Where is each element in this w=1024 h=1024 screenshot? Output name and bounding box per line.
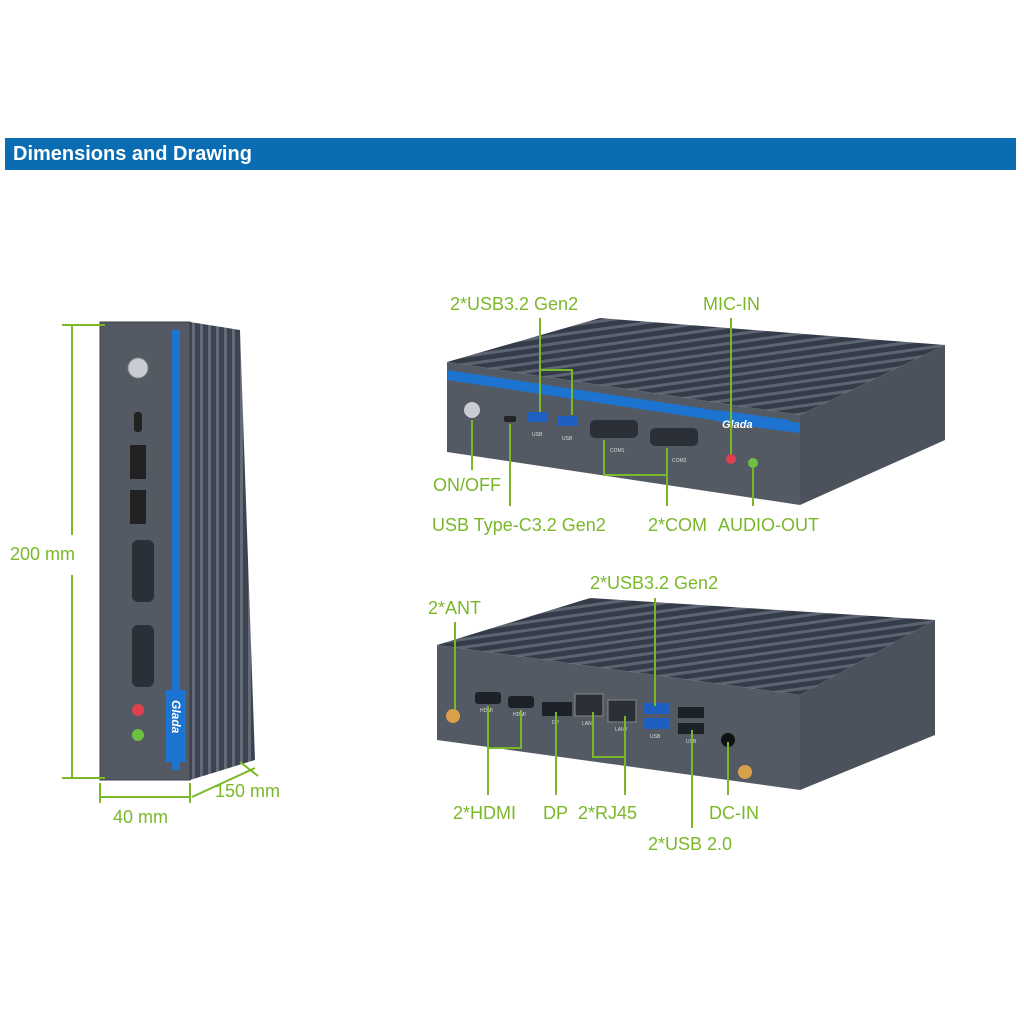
usb3-port-icon [643, 718, 669, 729]
section-title: Dimensions and Drawing [13, 143, 252, 165]
usb-port-icon [130, 445, 146, 479]
section-header: Dimensions and Drawing [5, 138, 1016, 170]
brand-logo: Glada [169, 700, 183, 734]
dp-port-icon [542, 702, 572, 716]
hdmi-port-icon [508, 696, 534, 708]
usb-c-port-icon [504, 416, 516, 422]
label-mic-in: MIC-IN [703, 294, 760, 314]
front-view-device: Glada USB USB COM1 COM2 [447, 318, 945, 505]
usb-port-icon [528, 412, 548, 422]
label-com: 2*COM [648, 515, 707, 535]
label-ant: 2*ANT [428, 598, 481, 618]
usb-port-icon [130, 490, 146, 524]
rj45-port-icon [574, 693, 604, 717]
side-view-device: Glada [99, 321, 255, 781]
label-usb20: 2*USB 2.0 [648, 834, 732, 854]
svg-text:USB: USB [562, 436, 573, 442]
label-rj45: 2*RJ45 [578, 803, 637, 823]
rear-view-device: HDMI HDMI DP LAN1 LAN2 USB USB [437, 598, 935, 790]
power-button-icon [464, 402, 480, 418]
dimension-width: 40 mm [113, 807, 168, 827]
label-hdmi: 2*HDMI [453, 803, 516, 823]
rear-leader-lines [454, 598, 729, 828]
com-port-icon [650, 428, 698, 446]
svg-text:LAN1: LAN1 [582, 721, 595, 727]
svg-text:COM1: COM1 [610, 448, 625, 454]
dimension-height: 200 mm [10, 544, 75, 564]
antenna-connector-icon [446, 709, 460, 723]
svg-text:HDMI: HDMI [513, 712, 526, 718]
mic-jack-icon [132, 704, 144, 716]
usb2-port-icon [678, 707, 704, 718]
usb3-port-icon [643, 703, 669, 714]
svg-text:COM2: COM2 [672, 458, 687, 464]
front-leader-lines [471, 318, 754, 506]
antenna-connector-icon [738, 765, 752, 779]
usb-port-icon [558, 416, 578, 426]
dimension-lines [62, 324, 259, 803]
label-usb-c: USB Type-C3.2 Gen2 [432, 515, 606, 535]
svg-text:LAN2: LAN2 [615, 727, 628, 733]
label-usb32-front: 2*USB3.2 Gen2 [450, 294, 578, 314]
label-dc-in: DC-IN [709, 803, 759, 823]
brand-logo: Glada [722, 419, 753, 431]
label-on-off: ON/OFF [433, 475, 501, 495]
svg-text:USB: USB [650, 734, 661, 740]
com-port-icon [132, 540, 154, 602]
label-audio-out: AUDIO-OUT [718, 515, 819, 535]
label-usb32-rear: 2*USB3.2 Gen2 [590, 573, 718, 593]
svg-text:USB: USB [532, 432, 543, 438]
com-port-icon [590, 420, 638, 438]
label-dp: DP [543, 803, 568, 823]
rj45-port-icon [607, 699, 637, 723]
audio-jack-icon [748, 458, 758, 468]
svg-text:HDMI: HDMI [480, 708, 493, 714]
audio-jack-icon [132, 729, 144, 741]
com-port-icon [132, 625, 154, 687]
hdmi-port-icon [475, 692, 501, 704]
dc-in-jack-icon [721, 733, 735, 747]
usb-c-port-icon [134, 412, 142, 432]
dimension-depth: 150 mm [215, 781, 280, 801]
mic-jack-icon [726, 454, 736, 464]
usb2-port-icon [678, 723, 704, 734]
power-button-icon [127, 357, 149, 379]
